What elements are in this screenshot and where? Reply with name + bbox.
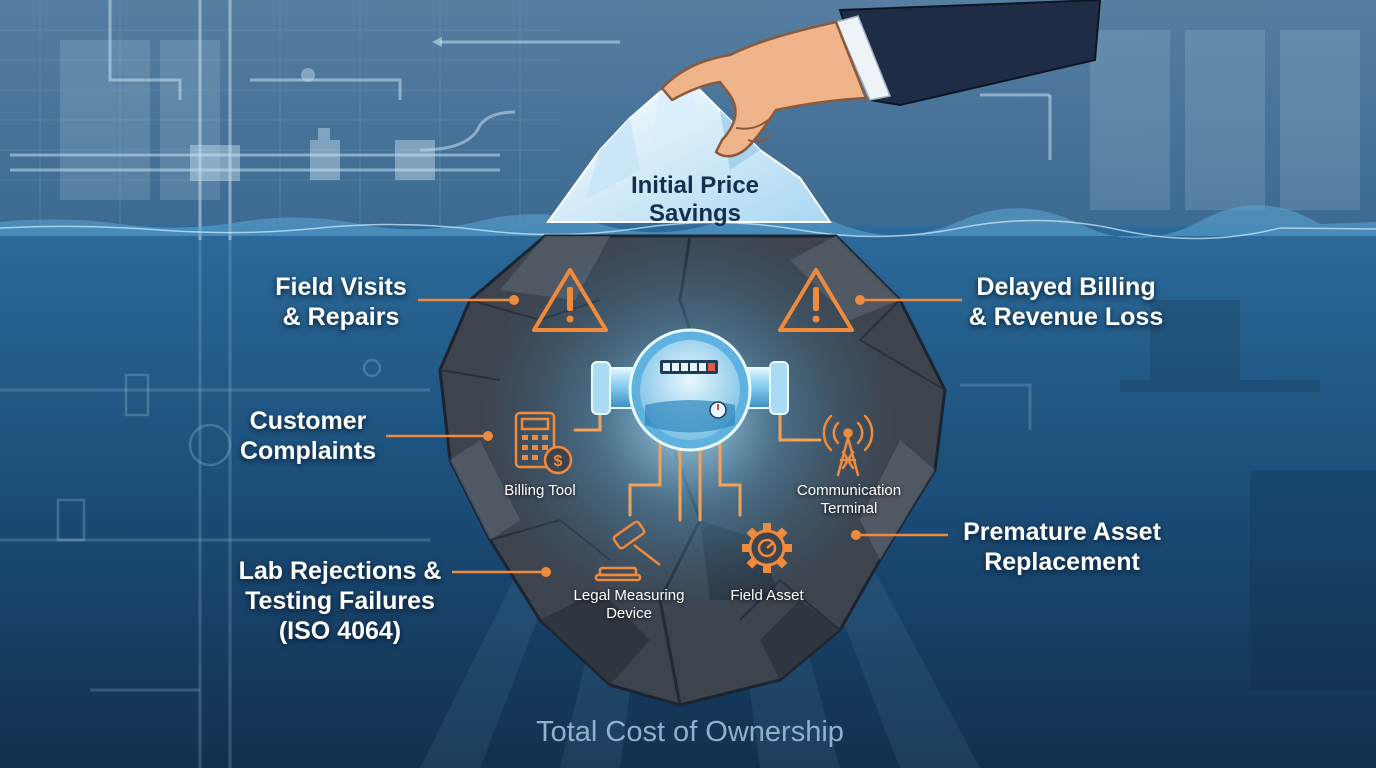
label-lab-rejections-line3: (ISO 4064) (278, 617, 402, 645)
label-lab-rejections-line2: Testing Failures (245, 587, 435, 615)
role-field-asset: Field Asset (730, 587, 804, 604)
tip-label-line1: Initial Price (630, 172, 760, 199)
label-customer-complaints: Customer Complaints (224, 406, 392, 466)
label-field-visits-line1: Field Visits (275, 273, 407, 301)
label-customer-complaints-line1: Customer (249, 407, 367, 435)
role-communication-line2: Terminal (820, 500, 878, 517)
label-customer-complaints-line2: Complaints (239, 437, 377, 465)
role-legal-measuring-device: Legal Measuring Device (556, 587, 702, 623)
role-legal-device-line2: Device (606, 605, 652, 622)
svg-text:$: $ (554, 453, 563, 470)
tip-label: Initial Price Savings (590, 172, 800, 228)
label-premature-replacement: Premature Asset Replacement (944, 517, 1180, 577)
label-lab-rejections-line1: Lab Rejections & (238, 557, 442, 585)
role-legal-device-line1: Legal Measuring (573, 587, 685, 604)
label-premature-replacement-line1: Premature Asset (963, 518, 1161, 546)
label-delayed-billing: Delayed Billing & Revenue Loss (952, 272, 1180, 332)
role-billing-tool: Billing Tool (504, 482, 576, 499)
label-delayed-billing-line2: & Revenue Loss (968, 303, 1164, 331)
label-delayed-billing-line1: Delayed Billing (976, 273, 1156, 301)
label-field-visits-line2: & Repairs (282, 303, 400, 331)
label-lab-rejections: Lab Rejections & Testing Failures (ISO 4… (224, 556, 456, 646)
role-communication-terminal: Communication Terminal (776, 482, 922, 518)
footer-title: Total Cost of Ownership (536, 716, 844, 748)
label-field-visits: Field Visits & Repairs (250, 272, 432, 332)
tip-label-line2: Savings (648, 200, 742, 227)
label-premature-replacement-line2: Replacement (984, 548, 1140, 576)
role-communication-line1: Communication (796, 482, 902, 499)
